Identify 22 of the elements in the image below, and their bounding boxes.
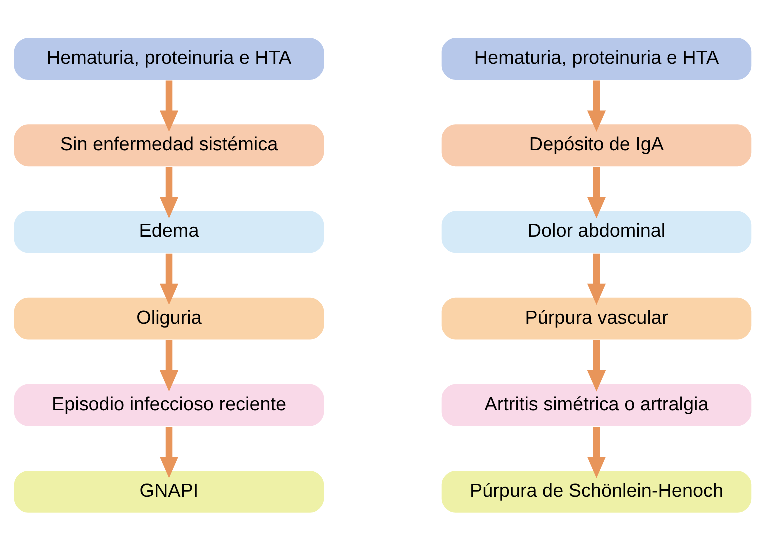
node-box: Depósito de IgA	[440, 123, 753, 168]
arrow	[587, 80, 606, 132]
arrow	[160, 427, 179, 478]
arrow	[587, 167, 606, 219]
node-box: Oliguria	[13, 296, 326, 342]
arrow	[587, 254, 606, 306]
node-box: GNAPI	[13, 470, 326, 514]
arrow	[160, 254, 179, 306]
arrow	[587, 427, 606, 478]
node-box: Sin enfermedad sistémica	[13, 123, 326, 168]
node-box: Edema	[13, 210, 326, 255]
node-box: Hematuria, proteinuria e HTA	[440, 36, 753, 82]
arrow	[587, 340, 606, 392]
arrow	[160, 340, 179, 392]
arrow	[160, 80, 179, 132]
node-box: Púrpura vascular	[440, 296, 753, 342]
node-box: Hematuria, proteinuria e HTA	[13, 36, 326, 82]
node-box: Artritis simétrica o artralgia	[440, 383, 753, 428]
node-box: Episodio infeccioso reciente	[13, 383, 326, 428]
node-box: Dolor abdominal	[440, 210, 753, 255]
node-box: Púrpura de Schönlein-Henoch	[440, 470, 753, 514]
arrow	[160, 167, 179, 219]
